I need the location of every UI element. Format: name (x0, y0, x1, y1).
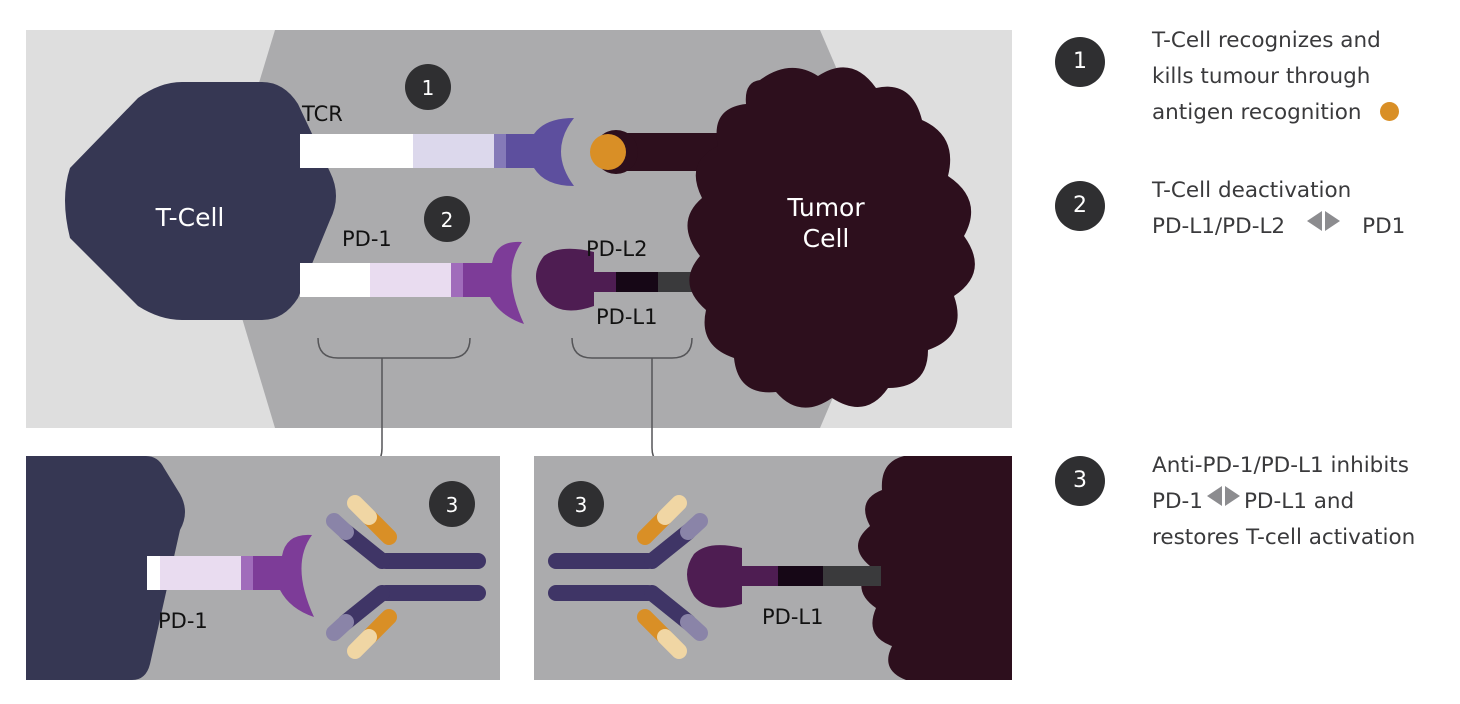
bottom-right-pdl1-stem-a (742, 566, 780, 586)
legend-text-1: T-Cell recognizes and kills tumour throu… (1152, 23, 1399, 131)
pd1-stem-mid (451, 263, 465, 297)
bottom-left-badge-circle (429, 481, 475, 527)
legend-1-line3-wrap: antigen recognition (1152, 95, 1399, 131)
antibody-right-light-chain-top-tip (657, 495, 687, 525)
bottom-right-pdl1-ligand (687, 545, 742, 608)
bottom-left-pd1-stem-mid (241, 556, 255, 590)
legend-2-line2-right: PD1 (1362, 214, 1406, 239)
tcr-label: TCR (301, 102, 343, 126)
antibody-right-heavy-top (548, 553, 656, 569)
tumor-label-line2: Cell (803, 224, 850, 253)
bottom-right-pdl1-stem-c (823, 566, 881, 586)
antibody-right-arm-top-light (680, 513, 708, 540)
badge-1-text: 1 (422, 76, 435, 100)
antibody-left-heavy-top (378, 553, 486, 569)
bottom-left-pd1-stem-light (160, 556, 242, 590)
badge-2-text: 2 (441, 208, 454, 232)
antibody-right (548, 495, 708, 659)
tcell-label: T-Cell (155, 203, 225, 232)
legend-2-line1: T-Cell deactivation (1152, 178, 1352, 203)
bottom-left-pd1-label: PD-1 (158, 609, 208, 633)
tumor-cell-shape (687, 67, 975, 408)
bottom-left-badge-text: 3 (446, 493, 459, 517)
pd1-stem-light (370, 263, 452, 297)
bidirectional-arrow-icon (1206, 482, 1240, 518)
bottom-right-badge-circle (558, 481, 604, 527)
badge-1-circle (405, 64, 451, 110)
tcr-stem-white (300, 134, 415, 168)
legend-item-2: 2 T-Cell deactivation PD-L1/PD-L2 PD1 (1055, 178, 1455, 261)
pdl1-label: PD-L1 (596, 305, 657, 329)
legend-number-2: 2 (1055, 181, 1105, 231)
bracket-right (571, 337, 693, 359)
antigen-circle (590, 134, 626, 170)
antibody-left-light-chain-bottom-tip (347, 629, 377, 659)
tcr-stem-mid (494, 134, 508, 168)
antibody-left-heavy-bottom (378, 585, 486, 601)
pdl2-stem-a (594, 272, 616, 292)
pd1-label: PD-1 (342, 227, 392, 251)
antibody-left (326, 495, 486, 659)
antibody-right-arm-bottom-light (680, 614, 708, 641)
bottom-right-pdl1-stem-b (778, 566, 824, 586)
tumor-label-line1: Tumor (786, 193, 865, 222)
legend-3-line2-left: PD-1 (1152, 489, 1203, 514)
legend-1-line1: T-Cell recognizes and (1152, 28, 1381, 53)
legend-2-line2-left: PD-L1/PD-L2 (1152, 214, 1286, 239)
pd1-stem-white (300, 263, 372, 297)
tcr-stem-light (413, 134, 495, 168)
antigen-dot-icon (1379, 101, 1399, 121)
pdl2-label: PD-L2 (586, 237, 647, 261)
legend-text-3: Anti-PD-1/PD-L1 inhibits PD-1 PD-L1 and r… (1152, 448, 1415, 556)
legend-3-line1: Anti-PD-1/PD-L1 inhibits (1152, 453, 1409, 478)
pdl2-ligand (536, 248, 594, 311)
antibody-left-light-chain-top-tip (347, 495, 377, 525)
legend-3-line2-wrap: PD-1 PD-L1 and (1152, 484, 1415, 520)
badge-2-circle (424, 196, 470, 242)
legend-item-1: 1 T-Cell recognizes and kills tumour thr… (1055, 28, 1455, 157)
tcr-receptor (506, 118, 574, 186)
top-panel: T-Cell TCR PD-1 PD-L2 PD-L1 Tumor Cell 1… (26, 30, 1012, 428)
legend-text-2: T-Cell deactivation PD-L1/PD-L2 PD1 (1152, 173, 1405, 245)
legend-item-3: 3 Anti-PD-1/PD-L1 inhibits PD-1 PD-L1 and… (1055, 453, 1455, 566)
pd1-mechanism-diagram: T-Cell TCR PD-1 PD-L2 PD-L1 Tumor Cell 1… (26, 30, 1012, 680)
antibody-right-light-chain-bottom-tip (657, 629, 687, 659)
legend-3-line3: restores T-cell activation (1152, 525, 1416, 550)
bottom-right-badge-text: 3 (575, 493, 588, 517)
bottom-right-panel: 3 PD-L1 (534, 456, 1012, 680)
bracket-left (317, 337, 471, 359)
bottom-right-tumor (858, 456, 1012, 680)
legend-number-1: 1 (1055, 37, 1105, 87)
bottom-left-panel: PD-1 3 (26, 456, 500, 680)
tcell-shape (65, 82, 336, 320)
antibody-right-heavy-bottom (548, 585, 656, 601)
legend-1-line2: kills tumour through (1152, 64, 1371, 89)
pdl2-stem-b (616, 272, 658, 292)
bidirectional-arrow-icon (1307, 207, 1341, 243)
bottom-left-tcell (26, 456, 185, 680)
pd1-receptor (463, 241, 524, 324)
bottom-left-pd1-receptor (253, 534, 314, 617)
antibody-left-arm-bottom-light (326, 614, 354, 641)
legend-number-3: 3 (1055, 456, 1105, 506)
legend-2-line2-wrap: PD-L1/PD-L2 PD1 (1152, 209, 1405, 245)
bottom-right-pdl1-label: PD-L1 (762, 605, 823, 629)
legend-3-line2-right: PD-L1 and (1243, 489, 1355, 514)
bottom-left-pd1-stem-white (147, 556, 161, 590)
legend-1-line3: antigen recognition (1152, 100, 1362, 125)
antibody-left-arm-top-light (326, 513, 354, 540)
